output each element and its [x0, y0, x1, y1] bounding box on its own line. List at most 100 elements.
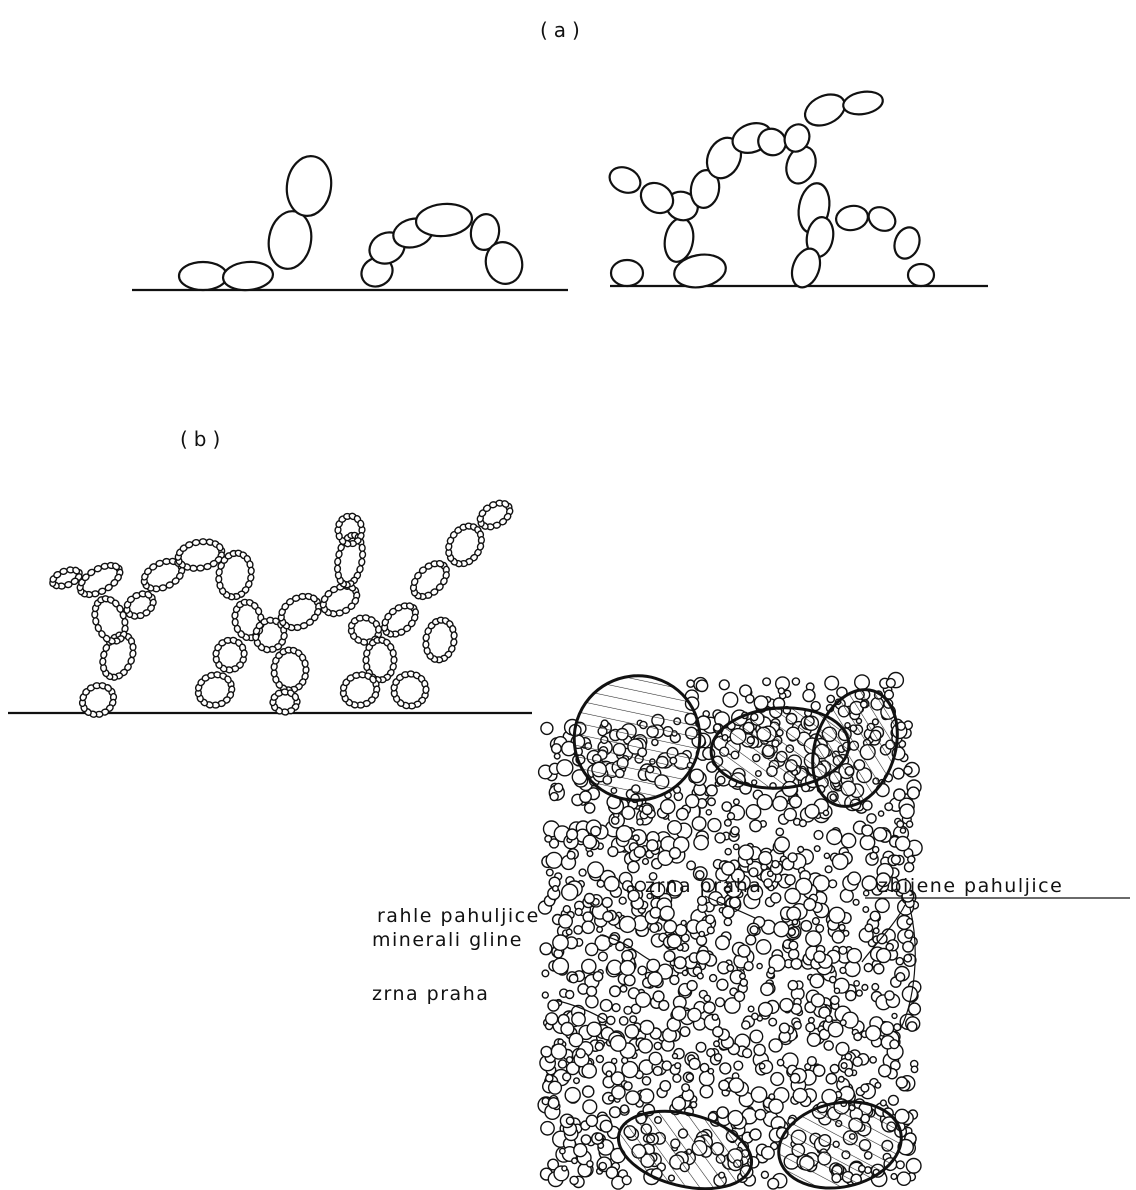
clay-floc-particle [838, 923, 846, 932]
clay-floc-particle [906, 1021, 918, 1032]
clay-floc-particle [807, 1016, 815, 1024]
clay-floc-particle [553, 752, 561, 760]
clay-floc-particle [787, 979, 799, 991]
clay-floc-particle [788, 940, 799, 951]
clay-floc-particle [569, 1175, 579, 1186]
clay-floc-particle [540, 721, 554, 736]
panel-a-grains [177, 90, 936, 292]
grain [906, 262, 936, 288]
clay-floc-particle [871, 845, 880, 854]
clay-floc-particle [906, 786, 921, 800]
clay-floc-particle [707, 1067, 715, 1075]
grain [842, 90, 884, 116]
clay-floc-particle [899, 803, 915, 820]
panel-a: (a) [132, 18, 988, 292]
clay-floc-particle [583, 892, 596, 905]
clay-floc-particle [633, 845, 647, 859]
clay-floc-particle [730, 868, 746, 883]
clay-floc-particle [760, 1145, 775, 1160]
clay-floc-particle [810, 700, 821, 712]
grain [267, 210, 313, 270]
clay-floc-particle [813, 845, 821, 853]
bead [254, 606, 263, 616]
clay-floc-particle [659, 798, 676, 815]
clay-floc-particle [618, 915, 637, 934]
clay-floc-particle [637, 1038, 654, 1054]
clay-floc-particle [607, 845, 619, 858]
grain [469, 213, 501, 251]
bead [369, 675, 377, 684]
clay-floc-particle [865, 1025, 882, 1042]
leader-silt-top [704, 895, 756, 919]
clay-floc-particle [586, 1160, 594, 1168]
clay-floc-particle [844, 960, 861, 978]
clay-floc-particle [686, 979, 698, 992]
label-clay-minerals: minerali gline [372, 929, 523, 951]
leader-compact-flocs [861, 904, 906, 963]
clay-floc-particle [768, 1093, 776, 1101]
clay-floc-particle [726, 812, 736, 821]
clay-floc-particle [551, 957, 570, 975]
clay-floc-particle [779, 997, 794, 1013]
bead [359, 550, 367, 559]
label-silt-grains-top: zrna praha [645, 875, 762, 897]
clay-floc-particle [688, 1057, 701, 1071]
clay-floc-particle [610, 816, 620, 825]
grain [285, 155, 333, 217]
clay-floc-particle [860, 1083, 870, 1093]
clay-floc-particle [884, 802, 894, 812]
clay-floc-particle [646, 958, 661, 973]
clay-floc-particle [565, 828, 579, 841]
grain [757, 127, 787, 157]
clay-floc-particle [824, 675, 840, 691]
silt-grain-right [811, 688, 899, 808]
clay-floc-particle [713, 723, 722, 732]
bead [501, 500, 510, 508]
clay-floc-particle [573, 1077, 581, 1085]
clay-floc-particle [658, 999, 670, 1012]
label-compact-flocs: zbijene pahuljice [878, 875, 1063, 897]
clay-floc-particle [619, 959, 636, 976]
clay-floc-particle [545, 1073, 554, 1083]
clay-floc-particle [675, 807, 689, 821]
clay-floc-particle [565, 928, 573, 936]
clay-floc-particle [539, 942, 553, 956]
bead [301, 659, 309, 668]
bead [375, 625, 383, 634]
clay-floc-particle [732, 798, 740, 806]
grain [835, 204, 869, 232]
clay-floc-particle [541, 969, 550, 978]
clay-floc-particle [623, 974, 636, 987]
silt-grain-bottom-left [616, 1109, 754, 1190]
grain [414, 202, 474, 238]
clay-floc-particle [621, 1060, 639, 1079]
clay-floc-particle [889, 1039, 900, 1050]
clay-floc-particle [902, 940, 915, 953]
clay-floc-particle [547, 1080, 563, 1095]
clay-floc-particle [838, 945, 848, 955]
grain [221, 260, 275, 292]
clay-floc-particle [787, 852, 798, 863]
clay-floc-particle [618, 896, 627, 905]
clay-floc-particle [605, 1070, 613, 1078]
clay-floc-particle [550, 1043, 568, 1060]
clay-floc-particle [557, 1059, 568, 1069]
clay-floc-particle [573, 925, 584, 935]
bead [72, 566, 81, 575]
clay-floc-particle [885, 677, 896, 689]
clay-floc-particle [892, 767, 905, 780]
clay-floc-particle [739, 972, 747, 980]
clay-floc-particle [646, 892, 653, 900]
panel-b: (b) [8, 427, 532, 718]
clay-floc-particle [611, 1002, 621, 1013]
clay-floc-particle [568, 1032, 584, 1048]
clay-floc-particle [760, 982, 774, 997]
clay-floc-particle [790, 957, 803, 970]
silt-grains [572, 674, 903, 1190]
clay-floc-particle [839, 1019, 847, 1027]
clay-floc-particle [661, 1060, 673, 1071]
clay-floc-particle [880, 1021, 895, 1036]
clay-floc-particle [823, 852, 831, 860]
clay-floc-particle [846, 947, 863, 964]
clay-floc-particle [891, 1012, 898, 1020]
